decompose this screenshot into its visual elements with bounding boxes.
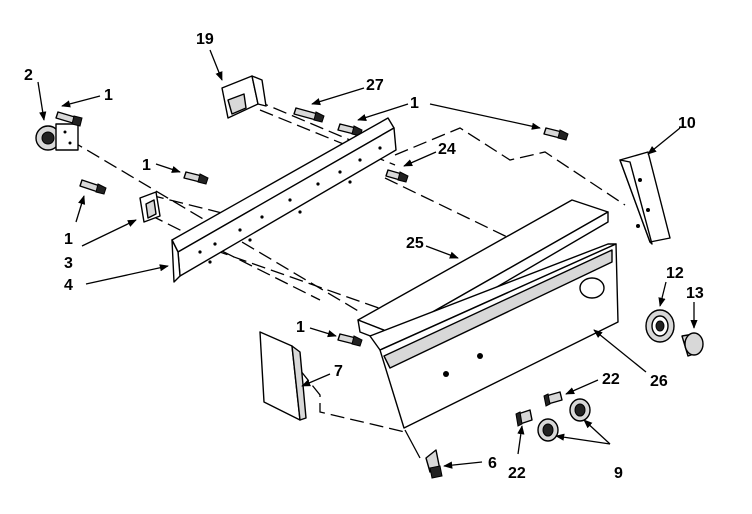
- part-7-side-panel: [259, 331, 307, 421]
- callout-12: 12: [666, 265, 684, 282]
- part-26-console-panel: [369, 243, 619, 429]
- screw-27: [293, 107, 325, 123]
- callout-27: 27: [366, 77, 384, 94]
- callout-1: 1: [142, 157, 151, 174]
- part-9-bushing-upper: [569, 398, 591, 422]
- part-2-switch: [35, 123, 79, 151]
- callout-3: 3: [64, 255, 73, 272]
- screw-1-center-left: [183, 171, 209, 185]
- callout-7: 7: [334, 363, 343, 380]
- screw-1-top-left: [55, 111, 83, 127]
- screw-22-lower: [515, 409, 533, 427]
- callout-1: 1: [104, 87, 113, 104]
- part-10-end-cap: [619, 151, 671, 245]
- screw-1-far-left: [79, 179, 107, 195]
- part-12-knob-skirt: [645, 309, 675, 343]
- callout-4: 4: [64, 277, 73, 294]
- part-19-bracket: [221, 75, 267, 119]
- part-9-bushing-lower: [537, 418, 559, 442]
- callout-13: 13: [686, 285, 704, 302]
- callout-19: 19: [196, 31, 214, 48]
- assembly-dashed-lines: [69, 99, 626, 433]
- callout-labels: 1 2 19 27 1 10 24 1 1 3 4 25 1 7 12 13 2…: [24, 31, 704, 482]
- screw-1-lower: [337, 333, 363, 347]
- callout-6: 6: [488, 455, 497, 472]
- callout-2: 2: [24, 67, 33, 84]
- callout-1: 1: [410, 95, 419, 112]
- callout-1: 1: [64, 231, 73, 248]
- part-13-knob: [681, 332, 704, 357]
- screw-6: [425, 449, 443, 479]
- part-4-rail: [171, 117, 397, 283]
- callout-22: 22: [508, 465, 526, 482]
- callout-26: 26: [650, 373, 668, 390]
- leader-arrows: [37, 49, 698, 469]
- callout-10: 10: [678, 115, 696, 132]
- callout-9: 9: [614, 465, 623, 482]
- callout-25: 25: [406, 235, 424, 252]
- callout-22: 22: [602, 371, 620, 388]
- screw-24: [385, 169, 409, 183]
- screw-22-upper: [543, 391, 563, 407]
- part-3-clip: [139, 191, 161, 223]
- callout-1: 1: [296, 319, 305, 336]
- callout-24: 24: [438, 141, 456, 158]
- screw-1-upper-right: [543, 127, 569, 141]
